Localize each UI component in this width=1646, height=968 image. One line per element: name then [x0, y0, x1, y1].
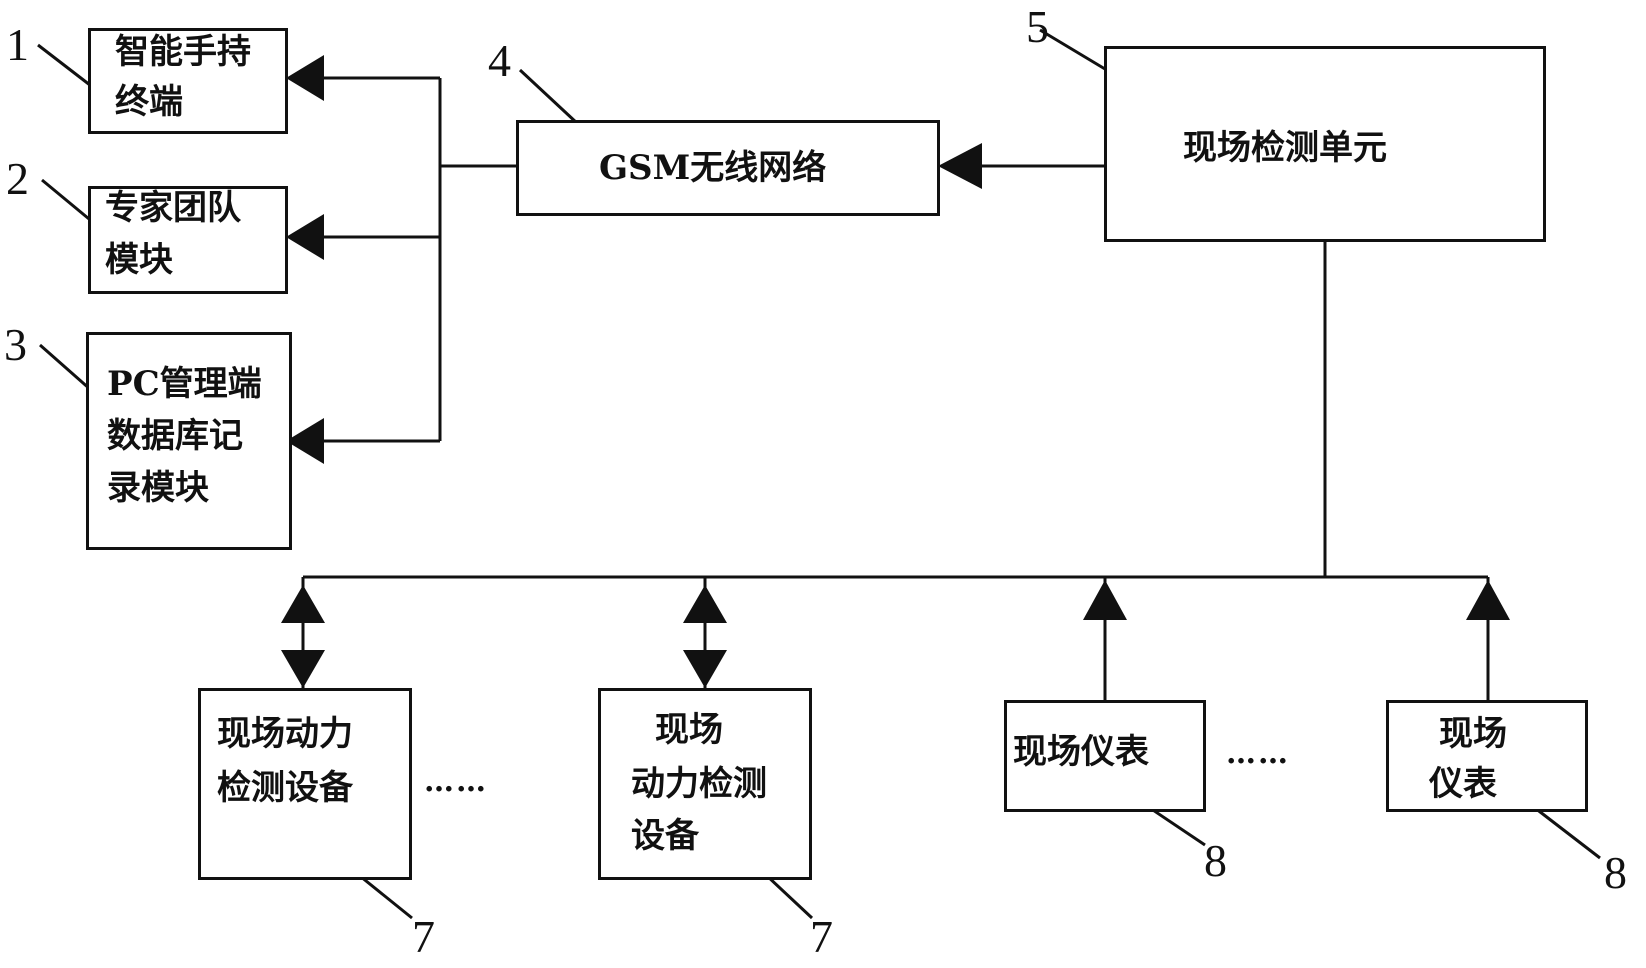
power-a-label-line1: 现场动力: [217, 714, 353, 754]
arrowhead-up-meter-b: [1466, 580, 1510, 620]
callout-number-2: 2: [6, 153, 29, 204]
callout-number-7b: 7: [810, 911, 833, 962]
field-power-device-box-a: 现场动力 检测设备: [198, 688, 412, 880]
arrowhead-to-pc: [286, 418, 324, 464]
expert-label-line2: 模块: [105, 240, 173, 280]
field-detection-unit-box: 现场检测单元: [1104, 46, 1546, 242]
arrowhead-up-power-b: [683, 585, 727, 623]
power-b-label-line3: 设备: [631, 816, 699, 856]
callout-number-1: 1: [6, 19, 29, 70]
handheld-terminal-box: 智能手持 终端: [88, 28, 288, 134]
field-power-device-box-b: 现场 动力检测 设备: [598, 688, 812, 880]
power-b-label-line1: 现场: [655, 710, 723, 750]
callout-number-5: 5: [1026, 1, 1049, 52]
gsm-network-box: GSM无线网络: [516, 120, 940, 216]
detect-label: 现场检测单元: [1183, 128, 1387, 168]
pc-database-box: PC管理端 数据库记 录模块: [86, 332, 292, 550]
power-a-label-line2: 检测设备: [217, 768, 353, 808]
expert-team-box: 专家团队 模块: [88, 186, 288, 294]
arrowhead-down-power-a: [281, 650, 325, 688]
expert-label-line1: 专家团队: [105, 188, 241, 228]
callout-number-4: 4: [488, 35, 511, 86]
meter-b-label-line1: 现场: [1439, 714, 1507, 754]
field-meter-box-b: 现场 仪表: [1386, 700, 1588, 812]
handheld-label-line2: 终端: [115, 82, 183, 122]
callout-number-8a: 8: [1204, 835, 1227, 886]
ellipsis-meters: ……: [1226, 736, 1290, 771]
callout-number-7a: 7: [412, 911, 435, 962]
field-meter-box-a: 现场仪表: [1004, 700, 1206, 812]
pc-label-line2: 数据库记: [107, 416, 243, 456]
pc-label-line3: 录模块: [107, 468, 209, 508]
ellipsis-power-devices: ……: [424, 764, 488, 799]
arrowhead-down-power-b: [683, 650, 727, 688]
meter-a-label: 现场仪表: [1013, 732, 1149, 772]
meter-b-label-line2: 仪表: [1429, 764, 1497, 804]
arrowhead-up-power-a: [281, 585, 325, 623]
callout-number-8b: 8: [1604, 847, 1627, 898]
arrowhead-to-gsm: [938, 143, 982, 189]
leader-line-8b: [1534, 806, 1601, 860]
callout-number-3: 3: [4, 319, 27, 370]
pc-label-line1: PC管理端: [107, 364, 262, 404]
arrowhead-up-meter-a: [1083, 580, 1127, 620]
power-b-label-line2: 动力检测: [631, 764, 767, 804]
arrowhead-to-expert: [286, 214, 324, 260]
leader-line-4: [518, 68, 580, 126]
gsm-label: GSM无线网络: [599, 148, 827, 188]
arrowhead-to-handheld: [286, 55, 324, 101]
handheld-label-line1: 智能手持: [115, 32, 251, 72]
